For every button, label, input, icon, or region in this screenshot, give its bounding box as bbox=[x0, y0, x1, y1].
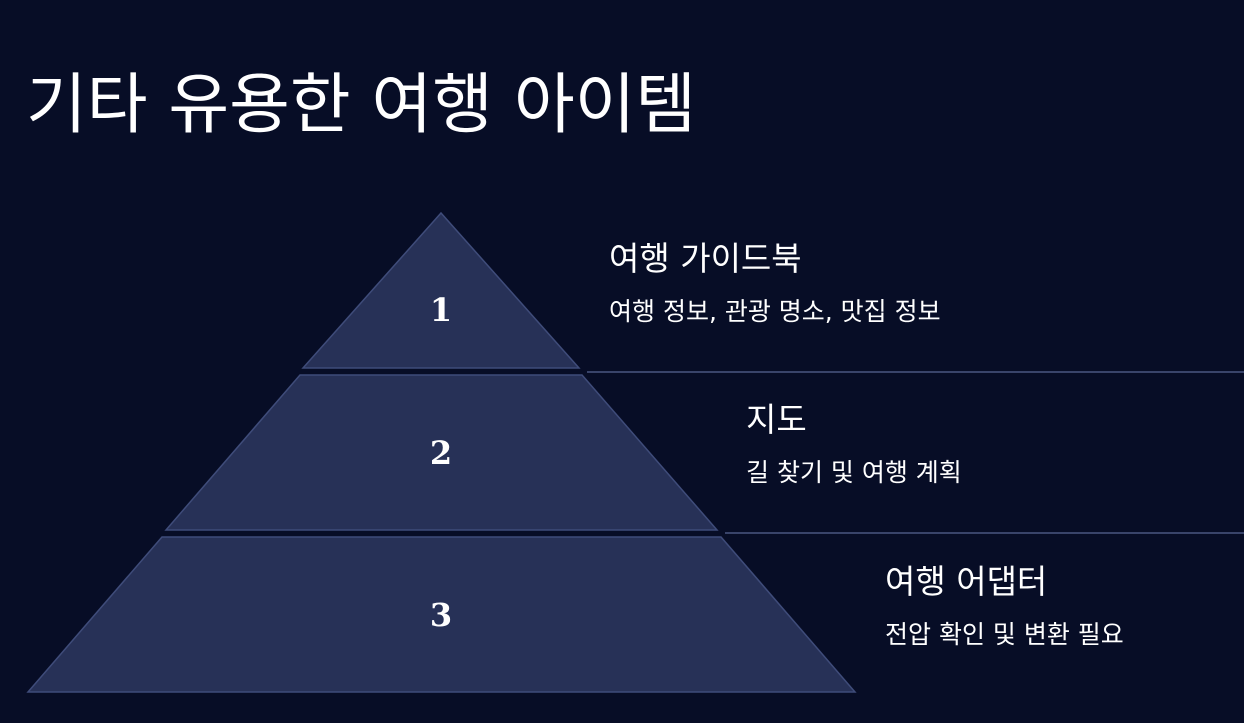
slide-title: 기타 유용한 여행 아이템 bbox=[26, 66, 697, 143]
tier-2-heading: 지도 bbox=[746, 400, 807, 439]
tier-3-description: 전압 확인 및 변환 필요 bbox=[885, 620, 1124, 649]
pyramid-tier-1 bbox=[301, 211, 581, 369]
pyramid-tier-3 bbox=[26, 536, 857, 693]
tier-2-description: 길 찾기 및 여행 계획 bbox=[746, 458, 962, 487]
pyramid-tier-2 bbox=[164, 374, 719, 531]
tier-number-2: 2 bbox=[430, 434, 452, 472]
tier-number-1: 1 bbox=[430, 291, 452, 329]
tier-3-heading: 여행 어댑터 bbox=[885, 562, 1048, 601]
tier-1-heading: 여행 가이드북 bbox=[609, 239, 802, 278]
tier-1-text: 여행 가이드북 여행 정보, 관광 명소, 맛집 정보 bbox=[609, 242, 941, 324]
tier-3-text: 여행 어댑터 전압 확인 및 변환 필요 bbox=[885, 565, 1124, 647]
tier-1-description: 여행 정보, 관광 명소, 맛집 정보 bbox=[609, 297, 941, 326]
tier-2-text: 지도 길 찾기 및 여행 계획 bbox=[746, 403, 962, 485]
tier-number-3: 3 bbox=[430, 596, 452, 634]
